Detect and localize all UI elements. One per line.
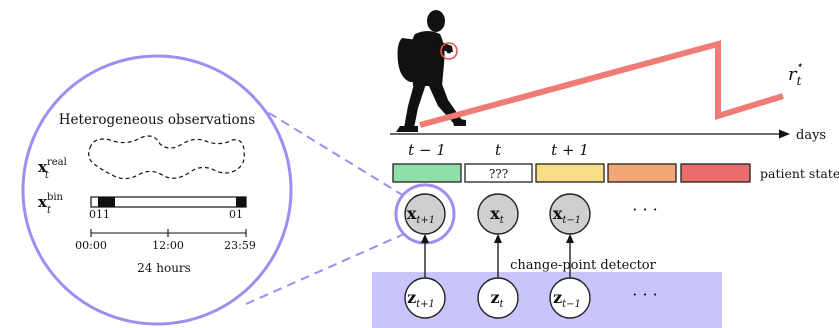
duration-label: 24 hours bbox=[137, 261, 191, 275]
svg-text:zt: zt bbox=[490, 288, 504, 310]
svg-text:zt−1: zt−1 bbox=[553, 288, 581, 310]
time-tick-mid: 12:00 bbox=[152, 239, 184, 252]
svg-text:xt: xt bbox=[490, 204, 505, 226]
z-node-2: zt bbox=[477, 277, 519, 319]
binary-left-bits: 011 bbox=[89, 208, 110, 221]
x-node-1: xt+1 bbox=[404, 193, 446, 235]
state-box-1 bbox=[392, 163, 462, 183]
patient-state-label: patient state bbox=[760, 166, 839, 181]
days-axis-arrowhead bbox=[779, 129, 790, 139]
z-node-1: zt+1 bbox=[404, 277, 446, 319]
svg-text:zt+1: zt+1 bbox=[407, 288, 435, 310]
z-node-3: zt−1 bbox=[549, 277, 591, 319]
x-nodes-ellipsis: · · · bbox=[632, 200, 657, 219]
inset-time-axis bbox=[90, 229, 247, 237]
wearable-device-marker bbox=[440, 42, 458, 60]
svg-text:xt−1: xt−1 bbox=[553, 204, 581, 226]
state-box-4 bbox=[607, 163, 677, 183]
state-box-3 bbox=[535, 163, 605, 183]
z-to-x-arrows bbox=[421, 234, 574, 278]
time-label-next: t + 1 bbox=[551, 141, 589, 159]
detector-label: change-point detector bbox=[510, 258, 656, 273]
state-box-2 bbox=[464, 163, 533, 183]
time-tick-end: 23:59 bbox=[224, 239, 256, 252]
reward-label: rt⋆ bbox=[788, 58, 803, 88]
state-box-5 bbox=[680, 163, 751, 183]
state-unknown-label: ??? bbox=[489, 167, 508, 181]
time-label-prev: t − 1 bbox=[408, 141, 446, 159]
x-node-3: xt−1 bbox=[549, 193, 591, 235]
z-nodes-ellipsis: · · · bbox=[632, 285, 657, 304]
reward-curve bbox=[419, 40, 784, 128]
x-node-2: xt bbox=[477, 193, 519, 235]
days-axis-label: days bbox=[796, 128, 826, 143]
svg-text:xt+1: xt+1 bbox=[407, 204, 435, 226]
binary-right-bits: 01 bbox=[229, 208, 243, 221]
wearable-device-dot bbox=[446, 48, 452, 54]
real-signal-blob bbox=[88, 135, 245, 180]
time-tick-start: 00:00 bbox=[75, 239, 107, 252]
binary-signal-bar bbox=[90, 196, 247, 208]
inset-title: Heterogeneous observations bbox=[59, 112, 255, 128]
time-label-current: t bbox=[495, 141, 502, 159]
inset-zoom-circle bbox=[21, 54, 293, 326]
zoom-connector-top bbox=[242, 96, 405, 197]
